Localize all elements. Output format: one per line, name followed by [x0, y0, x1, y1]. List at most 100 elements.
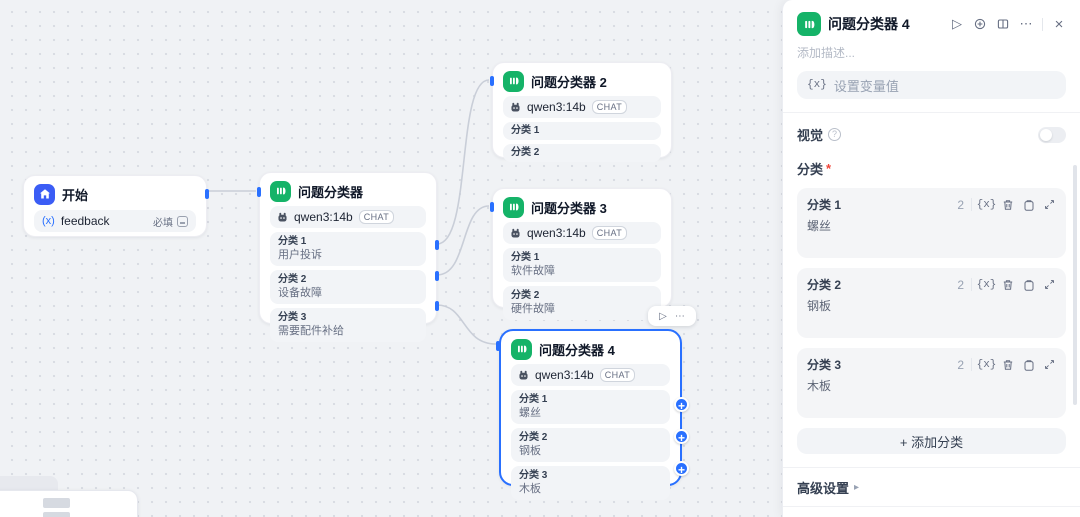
category-card-value[interactable]: 螺丝	[807, 219, 832, 233]
category-label: 分类 1	[511, 252, 540, 263]
category-label: 分类 3	[519, 470, 548, 481]
node-title: 问题分类器 3	[531, 200, 607, 216]
run-icon[interactable]: ▷	[952, 16, 962, 31]
question-classifier-icon	[503, 196, 524, 218]
add-connection-cat2-icon[interactable]: +	[674, 429, 689, 445]
model-selector[interactable]: qwen3:14b CHAT	[503, 96, 661, 118]
expand-icon[interactable]	[1043, 358, 1056, 371]
category-row[interactable]: 分类 1 螺丝	[511, 390, 670, 424]
node-question-classifier-3[interactable]: 问题分类器 3 qwen3:14b CHAT 分类 1 软件故障 分类 2 硬件…	[490, 188, 672, 320]
category-card-value[interactable]: 钢板	[807, 299, 832, 313]
minimap[interactable]	[0, 490, 138, 517]
category-value: 硬件故障	[511, 303, 555, 315]
source-handle-cat3[interactable]	[435, 301, 439, 311]
question-classifier-icon	[797, 12, 821, 36]
category-label: 分类 2	[278, 274, 307, 285]
category-row[interactable]: 分类 2 硬件故障	[503, 286, 661, 320]
category-card-value[interactable]: 木板	[807, 379, 832, 393]
divider	[971, 358, 972, 371]
category-card[interactable]: 分类 2 2 {x} 钢板	[797, 268, 1066, 338]
model-mode-badge: CHAT	[591, 99, 628, 115]
advanced-settings-section[interactable]: 高级设置 ▸	[797, 480, 860, 496]
node-question-classifier-2[interactable]: 问题分类器 2 qwen3:14b CHAT 分类 1 分类 2	[490, 62, 672, 162]
category-label: 分类 2	[511, 147, 540, 158]
description-input[interactable]: 添加描述...	[797, 46, 856, 60]
node-title: 问题分类器	[298, 184, 364, 200]
category-label: 分类 1	[511, 125, 540, 136]
variable-icon: {x}	[807, 79, 827, 91]
node-question-classifier-1[interactable]: 问题分类器 qwen3:14b CHAT 分类 1 用户投诉 分类 2 设备故障…	[257, 172, 439, 342]
category-card[interactable]: 分类 1 2 {x} 螺丝	[797, 188, 1066, 258]
category-value: 钢板	[519, 445, 541, 457]
panel-scrollbar[interactable]	[1073, 165, 1077, 405]
category-row[interactable]: 分类 1	[503, 122, 661, 140]
required-badge: 必填	[153, 214, 188, 229]
add-category-button[interactable]: + 添加分类	[797, 428, 1066, 454]
question-classifier-icon	[270, 180, 291, 202]
model-mode-badge: CHAT	[591, 225, 628, 241]
node-question-classifier-4[interactable]: 问题分类器 4 qwen3:14b CHAT 分类 1 螺丝 分类 2 钢板 分…	[496, 329, 689, 500]
category-row[interactable]: 分类 2 钢板	[511, 428, 670, 462]
source-handle[interactable]	[205, 189, 209, 199]
vision-label: 视觉	[797, 128, 824, 143]
delete-icon[interactable]	[1001, 278, 1014, 291]
add-connection-cat1-icon[interactable]: +	[674, 397, 689, 413]
node-start[interactable]: 开始 (x) feedback 必填	[23, 175, 209, 237]
token-count: 2	[957, 197, 964, 212]
category-value: 用户投诉	[278, 249, 322, 261]
target-handle[interactable]	[490, 202, 494, 212]
model-selector[interactable]: qwen3:14b CHAT	[270, 206, 426, 228]
category-card[interactable]: 分类 3 2 {x} 木板	[797, 348, 1066, 418]
close-panel-icon[interactable]: ×	[1054, 15, 1064, 33]
query-variable-selector[interactable]: {x} 设置变量值	[797, 71, 1066, 99]
target-handle[interactable]	[257, 187, 261, 197]
delete-icon[interactable]	[1001, 198, 1014, 211]
model-selector[interactable]: qwen3:14b CHAT	[511, 364, 670, 386]
category-row[interactable]: 分类 1 软件故障	[503, 248, 661, 282]
insert-variable-icon[interactable]: {x}	[976, 278, 997, 291]
model-name: qwen3:14b	[294, 210, 353, 224]
add-connection-cat3-icon[interactable]: +	[674, 461, 689, 477]
expand-icon[interactable]	[1043, 278, 1056, 291]
model-mode-badge: CHAT	[599, 367, 636, 383]
copy-icon[interactable]	[1022, 358, 1035, 371]
source-handle-cat2[interactable]	[435, 271, 439, 281]
start-variable-row[interactable]: (x) feedback 必填	[34, 210, 196, 232]
expand-icon[interactable]	[1043, 198, 1056, 211]
panel-title[interactable]: 问题分类器 4	[828, 16, 910, 32]
category-row[interactable]: 分类 3 木板	[511, 466, 670, 500]
token-count: 2	[957, 357, 964, 372]
delete-icon[interactable]	[1001, 358, 1014, 371]
edge-cat1-to-classifier2	[436, 79, 490, 245]
run-node-icon[interactable]: ▷	[659, 310, 667, 322]
insert-variable-icon[interactable]: {x}	[976, 198, 997, 211]
category-row[interactable]: 分类 3 需要配件补给	[270, 308, 426, 342]
docs-book-icon[interactable]	[996, 17, 1010, 31]
variable-placeholder: 设置变量值	[833, 78, 899, 94]
category-card-label: 分类 3	[807, 358, 842, 372]
edge-cat2-to-classifier3	[436, 205, 490, 276]
node-title: 开始	[62, 187, 89, 203]
insert-variable-icon[interactable]: {x}	[976, 358, 997, 371]
copy-icon[interactable]	[1022, 278, 1035, 291]
node-title: 问题分类器 2	[531, 74, 607, 90]
crosshair-icon[interactable]	[973, 17, 987, 31]
model-mode-badge: CHAT	[358, 209, 395, 225]
model-selector[interactable]: qwen3:14b CHAT	[503, 222, 661, 244]
copy-icon[interactable]	[1022, 198, 1035, 211]
divider	[783, 506, 1080, 507]
help-icon[interactable]: ?	[828, 128, 842, 141]
more-options-icon[interactable]: ⋯	[1019, 16, 1033, 31]
category-row[interactable]: 分类 2	[503, 144, 661, 162]
more-options-icon[interactable]: ⋯	[674, 310, 685, 322]
target-handle[interactable]	[490, 76, 494, 86]
source-handle-cat1[interactable]	[435, 240, 439, 250]
target-handle[interactable]	[496, 341, 500, 351]
category-row[interactable]: 分类 2 设备故障	[270, 270, 426, 304]
output-variables-section[interactable]: 输出变量 ▸	[797, 507, 1066, 517]
category-row[interactable]: 分类 1 用户投诉	[270, 232, 426, 266]
divider	[971, 198, 972, 211]
vision-toggle[interactable]	[1038, 126, 1066, 143]
minimap-node	[43, 512, 70, 517]
minimap-node	[43, 498, 70, 508]
